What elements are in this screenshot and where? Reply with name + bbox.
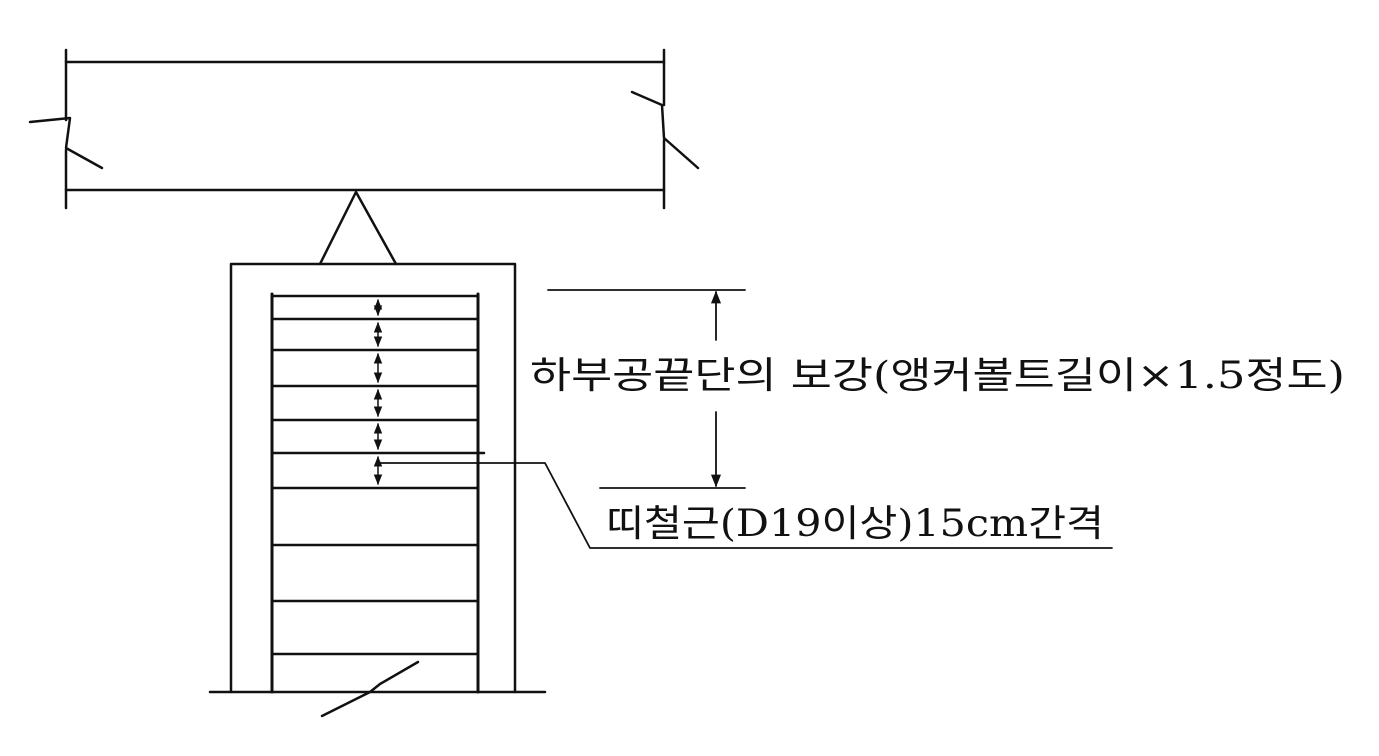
beam-right-break-mark [630, 90, 700, 170]
tie-bar-label: 띠철근(D19이상)15cm간격 [606, 502, 1104, 545]
reinforcement-zone-dimension [547, 289, 746, 489]
reinforcement-zone-label: 하부공끝단의 보강(앵커볼트길이×1.5정도) [530, 354, 1345, 397]
pier-break-mark [320, 660, 420, 718]
bearing-triangle [318, 190, 398, 266]
tie-bar-leader [379, 462, 1113, 549]
tie-bars [270, 294, 486, 656]
pier [208, 262, 547, 718]
beam-left-break-mark [28, 116, 104, 170]
beam [28, 48, 700, 210]
pier-outline [229, 262, 517, 694]
